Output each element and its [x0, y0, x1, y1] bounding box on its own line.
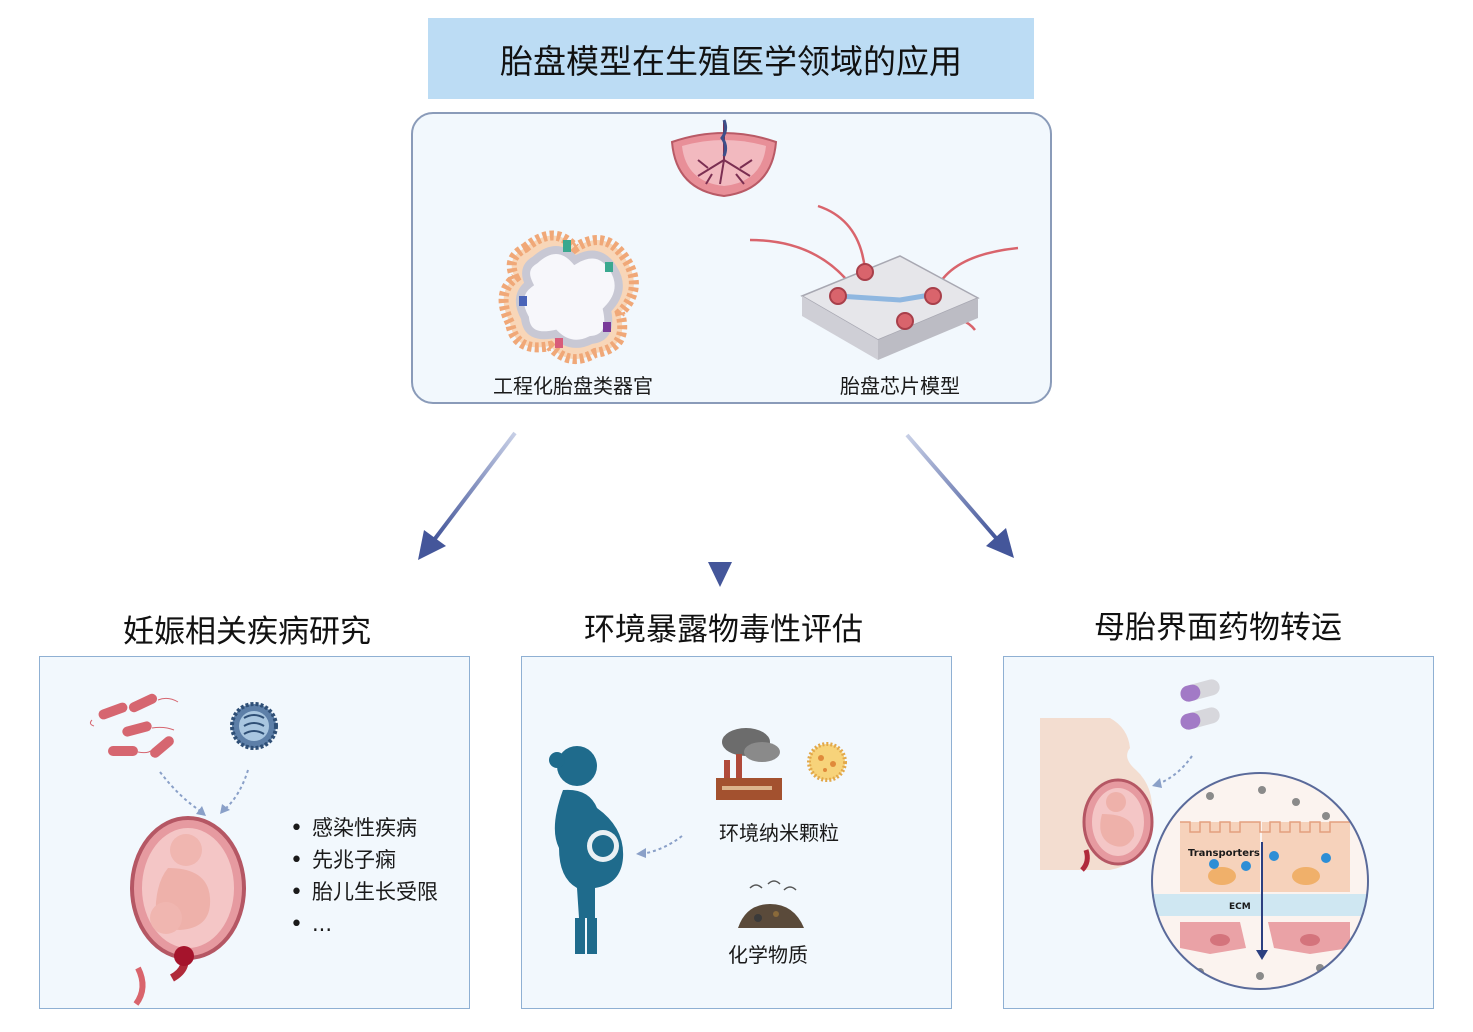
page-title: 胎盘模型在生殖医学领域的应用 — [428, 18, 1034, 99]
list-item: 感染性疾病 — [290, 812, 438, 844]
nanoparticles-label: 环境纳米颗粒 — [719, 821, 839, 845]
ecm-label: ECM — [1229, 902, 1251, 912]
maternal-body-icon — [1040, 718, 1154, 872]
heading-toxicity: 环境暴露物毒性评估 — [584, 612, 863, 648]
chemical-waste-icon — [738, 880, 804, 928]
list-item: 先兆子痫 — [290, 844, 438, 876]
organoid-icon — [498, 230, 639, 365]
organoid-label: 工程化胎盘类器官 — [493, 374, 653, 398]
placental-barrier-icon — [1151, 772, 1369, 990]
infection-arrows — [159, 769, 249, 816]
virus-icon — [230, 702, 278, 750]
heading-disease-research: 妊娠相关疾病研究 — [123, 614, 371, 650]
exposure-arrow — [636, 835, 683, 858]
disease-list: 感染性疾病 先兆子痫 胎儿生长受限 ... — [290, 812, 438, 940]
heading-drug-transport: 母胎界面药物转运 — [1094, 610, 1342, 646]
pregnant-woman-icon — [549, 746, 624, 954]
arrow-left — [418, 431, 517, 560]
list-item: 胎儿生长受限 — [290, 876, 438, 908]
fetus-icon — [130, 816, 246, 1006]
list-item: ... — [290, 908, 438, 940]
arrows — [418, 423, 1014, 587]
factory-icon — [716, 728, 782, 800]
chip-icon — [749, 204, 1019, 360]
nanoparticle-icon — [807, 742, 847, 782]
drug-arrow — [1152, 755, 1193, 788]
chemicals-label: 化学物质 — [728, 943, 808, 967]
arrow-right — [905, 433, 1014, 558]
arrow-middle — [708, 423, 732, 587]
placenta-icon — [670, 119, 778, 198]
bacteria-icon — [89, 693, 179, 758]
chip-label: 胎盘芯片模型 — [840, 374, 960, 398]
pill-icon — [1180, 679, 1220, 730]
transporters-label: Transporters — [1188, 848, 1260, 859]
